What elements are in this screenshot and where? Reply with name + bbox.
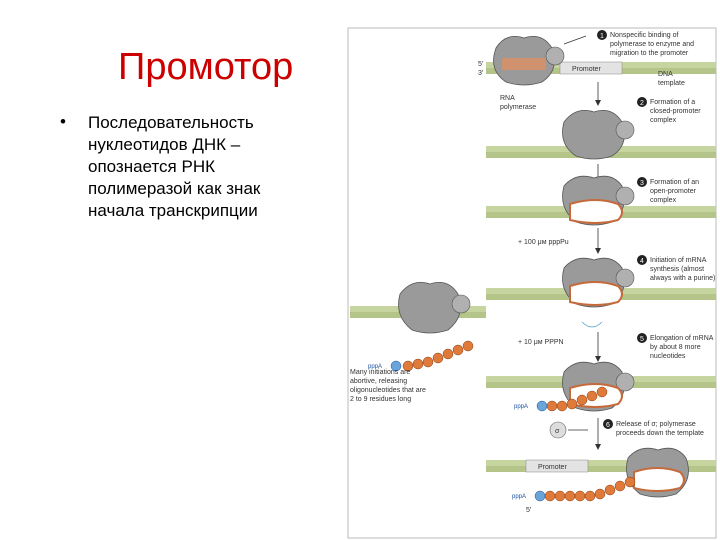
step-5-line: by about 8 more (650, 344, 701, 351)
step-number-6-icon (603, 419, 613, 429)
step-number-4-icon (637, 255, 647, 265)
bullet-line: Последовательность (88, 113, 254, 132)
stage-1: Promoter 5′ 3′ 1 Nonspecific binding of … (478, 30, 716, 111)
rna-polymerase-icon (626, 447, 689, 498)
abortive-note-line: 2 to 9 residues long (350, 396, 411, 403)
abortive-note-line: abortive, releasing (350, 378, 407, 385)
rna-polymerase-icon (398, 281, 471, 334)
bullet-line: нуклеотидов ДНК – (88, 135, 241, 154)
transcription-figure: Promoter 5′ 3′ 1 Nonspecific binding of … (346, 26, 720, 540)
abortive-note-line: oligonucleotides that are (350, 387, 426, 394)
step-3-line: open-promoter (650, 188, 697, 195)
arrow-down-icon (595, 100, 601, 106)
step-number-4: 4 (640, 258, 644, 265)
five-prime-label: 5′ (478, 61, 484, 68)
step-number-3-icon (637, 177, 647, 187)
rna-polymerase-icon (562, 175, 635, 226)
bullet-item: • Последовательность нуклеотидов ДНК – о… (60, 112, 350, 222)
promoter-box (559, 61, 623, 75)
bullet-list: • Последовательность нуклеотидов ДНК – о… (60, 112, 350, 222)
three-prime-label: 3′ (478, 70, 484, 77)
arrow-down-icon (595, 356, 601, 362)
rna-polymerase-icon (562, 257, 635, 308)
step-number-1: 1 (600, 33, 604, 40)
bullet-dot-icon: • (60, 112, 66, 131)
bullet-line: начала транскрипции (88, 201, 258, 220)
step-1-line: Nonspecific binding of (610, 32, 679, 39)
stage-6: σ 6 Release of σ; polymerase proceeds do… (486, 418, 716, 514)
promoter-label: Promoter (538, 464, 567, 471)
rna-chain (534, 476, 636, 502)
step-2-line: closed-promoter (650, 108, 701, 115)
step-number-1-icon (597, 30, 607, 40)
step-number-6: 6 (606, 422, 610, 429)
stage-5: + 10 μм PPPN 5 Elongation of mRNA by abo… (486, 332, 716, 412)
step-4-line: Initiation of mRNA (650, 257, 707, 264)
arrow-down-icon (595, 444, 601, 450)
step-1-line: migration to the promoter (610, 50, 689, 57)
step-4-line: synthesis (almost (650, 266, 704, 273)
rntp-label: + 100 μм pppPu (518, 239, 569, 246)
step-number-5-icon (637, 333, 647, 343)
step-number-2-icon (637, 97, 647, 107)
step-5-line: nucleotides (650, 353, 686, 360)
stage-3: 3 Formation of an open-promoter complex … (486, 175, 716, 254)
step-2-line: Formation of a (650, 99, 695, 106)
step-6-line: proceeds down the template (616, 430, 704, 437)
rntp-label: + 10 μм PPPN (518, 339, 564, 346)
bullet-line: опознается РНК (88, 157, 215, 176)
sigma-label: σ (555, 428, 560, 435)
bullet-line: полимеразой как знак (88, 179, 261, 198)
step-4-line: always with a purine) (650, 275, 715, 282)
pppa-label: pppA (368, 364, 382, 370)
arrow-down-icon (595, 248, 601, 254)
stage-2: 2 Formation of a closed-promoter complex (486, 97, 716, 188)
dna-strand-bottom (486, 466, 716, 472)
transcription-diagram: Promoter 5′ 3′ 1 Nonspecific binding of … (347, 27, 717, 539)
pppa-label: pppA (514, 404, 528, 410)
dna-strand-top (486, 460, 716, 466)
rna-chain (390, 340, 474, 372)
stage-4: 4 Initiation of mRNA synthesis (almost a… (486, 255, 716, 308)
promoter-label: Promoter (572, 66, 601, 73)
step-number-3: 3 (640, 180, 644, 187)
return-arrow (581, 321, 603, 328)
abortive-note-line: Many initiations are (350, 369, 410, 376)
step-number-2: 2 (640, 100, 644, 107)
five-prime-label: 5′ (526, 507, 532, 514)
rna-polymerase-label: polymerase (500, 104, 536, 111)
rna-polymerase-icon (562, 109, 635, 160)
pppa-label: pppA (512, 494, 526, 500)
step-5-line: Elongation of mRNA (650, 335, 714, 342)
rna-chain (536, 386, 608, 412)
step-2-line: complex (650, 117, 677, 124)
step-3-line: Formation of an (650, 179, 699, 186)
step-number-5: 5 (640, 336, 644, 343)
step-1-line: polymerase to enzyme and (610, 41, 694, 48)
step-3-line: complex (650, 197, 677, 204)
slide-title: Промотор (118, 46, 294, 88)
rna-polymerase-label: RNA (500, 95, 515, 102)
step-6-line: Release of σ; polymerase (616, 421, 696, 428)
promoter-box (525, 459, 589, 473)
dna-template-label: DNA (658, 71, 673, 78)
sigma-factor-icon (549, 421, 567, 439)
dna-template-label: template (658, 80, 685, 87)
pointer-line (563, 35, 587, 45)
rna-polymerase-icon (493, 35, 565, 86)
abortive-initiation: pppA Many initiations are abortive, rele… (350, 281, 603, 403)
